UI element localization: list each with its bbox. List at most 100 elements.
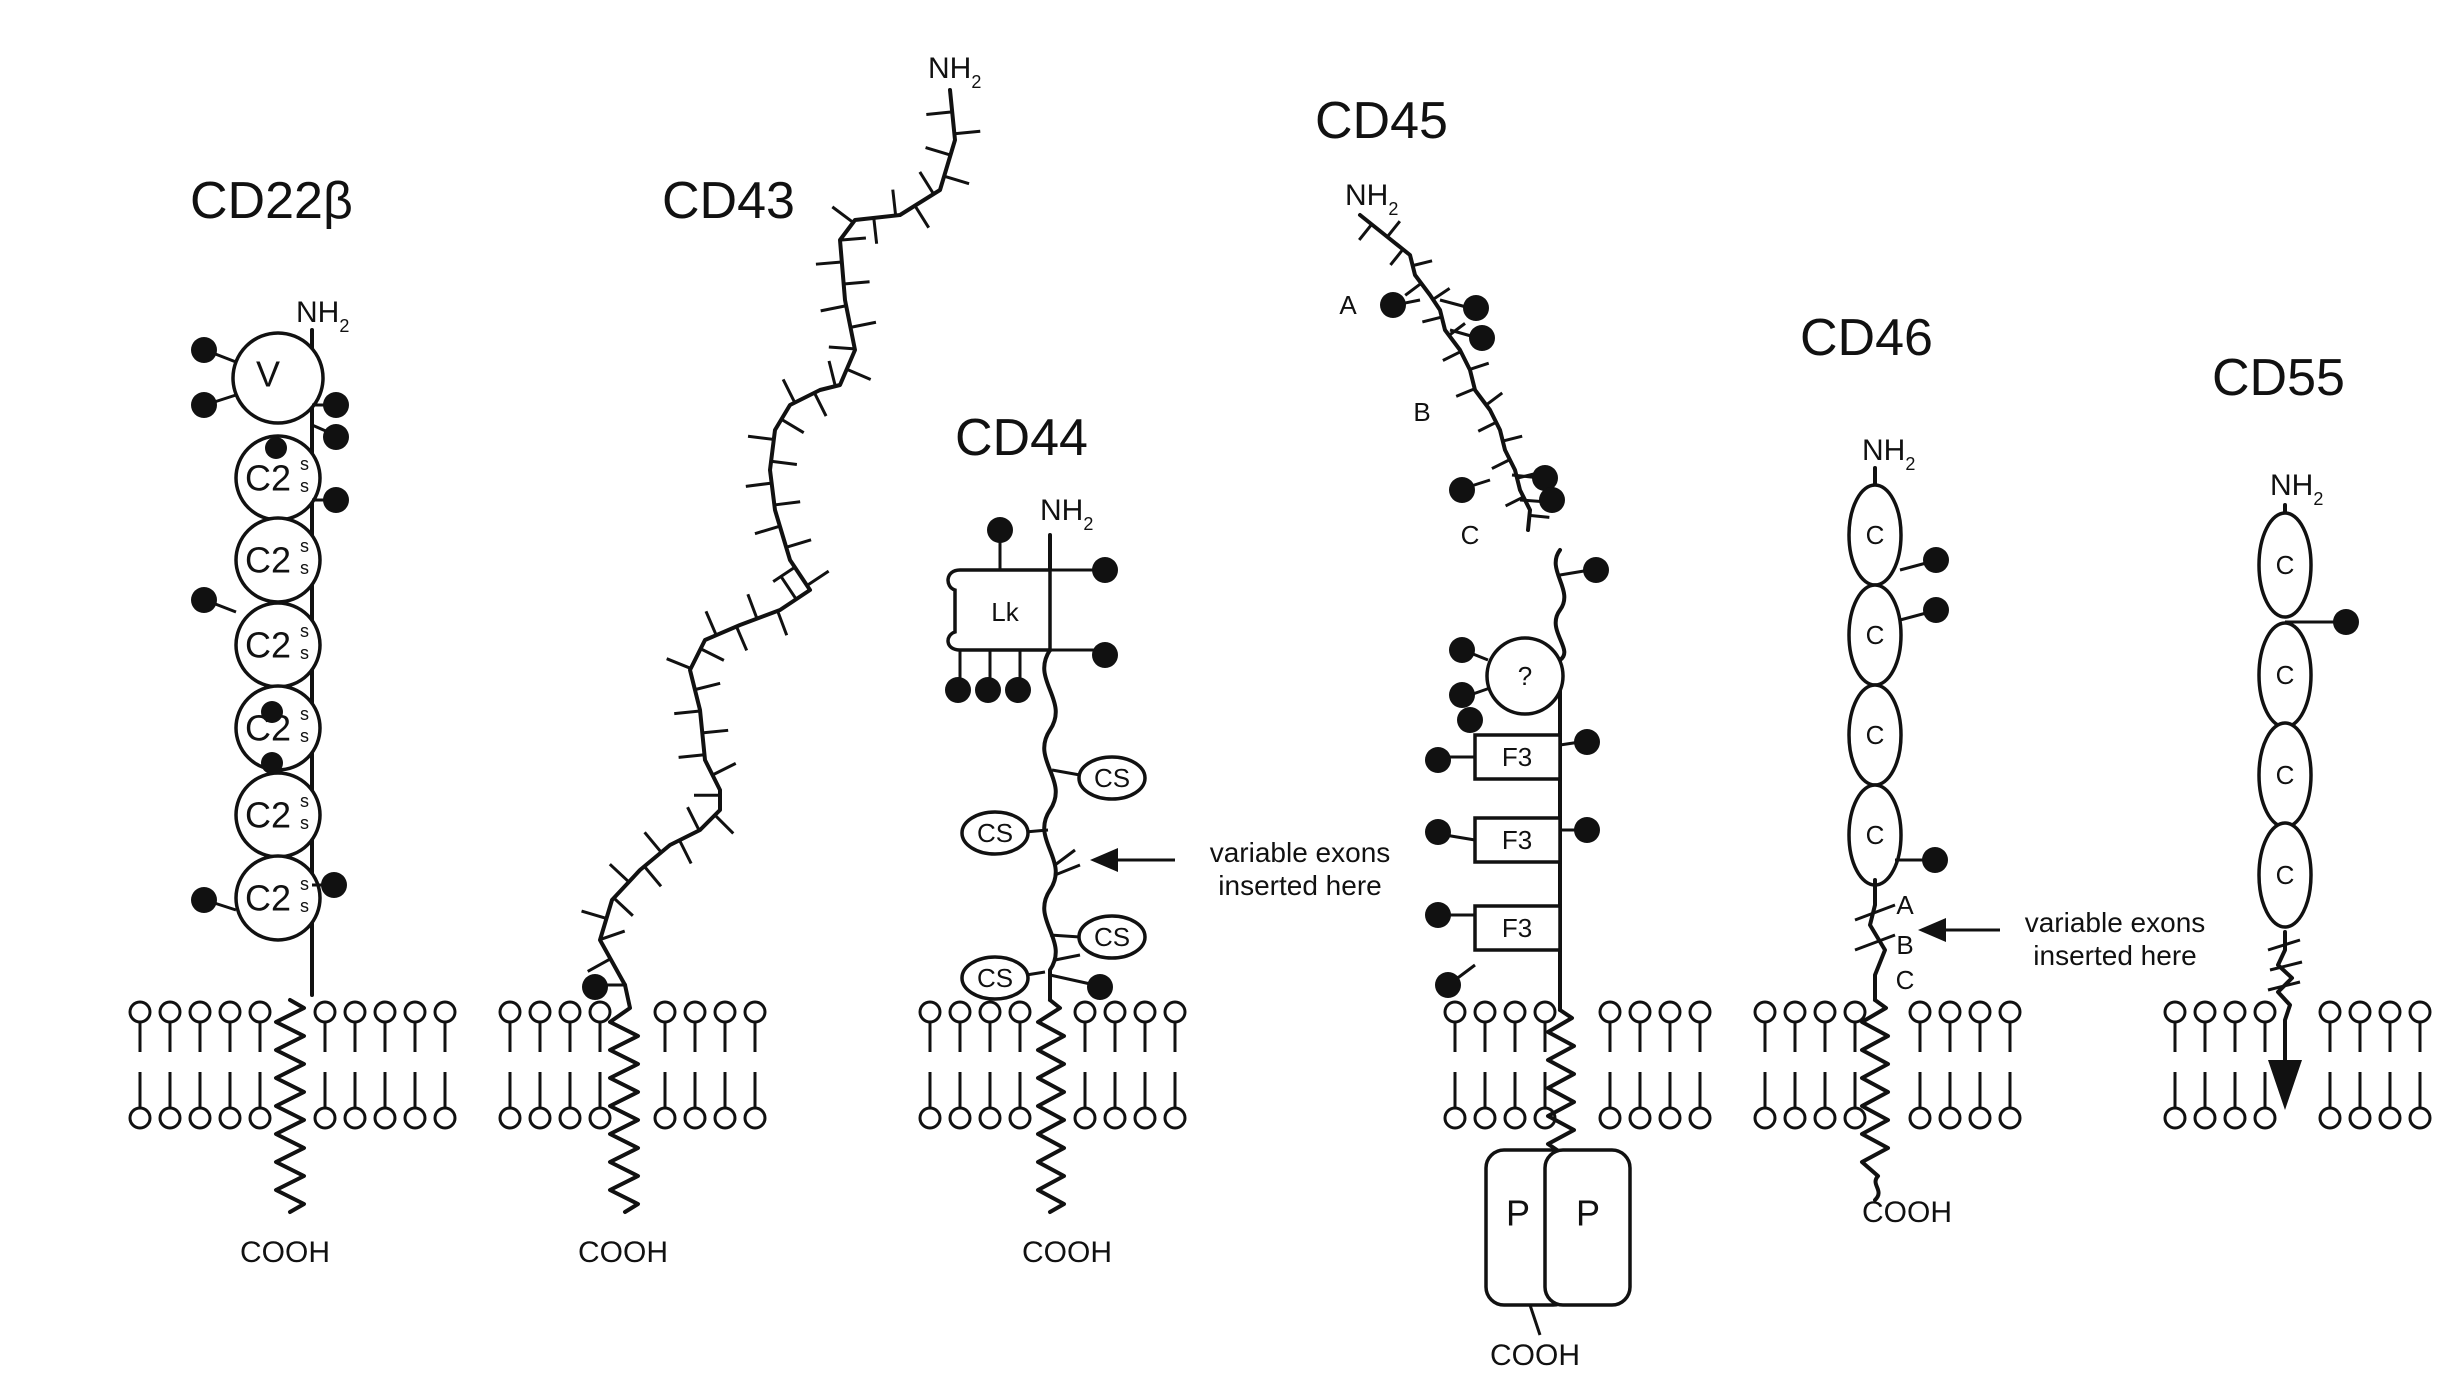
cd46-title: CD46 xyxy=(1800,309,1933,367)
lipid xyxy=(343,1000,367,1130)
cd43-n-glycan xyxy=(582,974,608,1000)
o-glycan-tick xyxy=(643,831,663,854)
cd45-phosphatase-domain-2 xyxy=(1543,1148,1632,1307)
cd43-n-terminus: NH2 xyxy=(928,52,981,92)
cd46-scr-label: C xyxy=(1866,820,1885,850)
o-glycan-tick xyxy=(918,171,935,195)
o-glycan-tick xyxy=(925,146,951,157)
cd46-tm xyxy=(1860,998,1890,1202)
cd44-link-label: Lk xyxy=(991,597,1019,627)
lipid xyxy=(1753,1000,1777,1130)
o-glycan-tick xyxy=(711,762,737,777)
o-glycan-tick xyxy=(820,304,847,313)
lipid xyxy=(188,1000,212,1130)
cd46-scr-domain: C xyxy=(1847,483,1903,587)
o-glycan-tick xyxy=(678,839,693,865)
o-glycan-tick xyxy=(891,189,898,216)
lipid xyxy=(1073,1000,1097,1130)
cd44-c-terminus: COOH xyxy=(1022,1236,1112,1269)
svg-text:CS: CS xyxy=(977,963,1013,993)
lipid xyxy=(403,1000,427,1130)
cd46-variable-exons-note-2: inserted here xyxy=(2033,940,2196,971)
o-glycan-tick xyxy=(813,392,828,417)
cd22-c2-label: C2 xyxy=(245,540,291,581)
lipid xyxy=(1533,1000,1557,1130)
cd44-n-terminus: NH2 xyxy=(1040,494,1093,534)
lipid xyxy=(1503,1000,1527,1130)
cd22-c2-label: C2 xyxy=(245,878,291,919)
o-glycan-tick xyxy=(608,863,630,884)
cd43-o-glycans xyxy=(581,110,981,973)
cd22-title: CD22β xyxy=(190,172,353,230)
o-glycan-tick xyxy=(1529,513,1550,519)
cd45-unknown-domain xyxy=(1485,636,1565,716)
svg-text:P: P xyxy=(1576,1193,1600,1234)
lipid xyxy=(1473,1000,1497,1130)
cd55-scr-label: C xyxy=(2276,860,2295,890)
cd46-n-terminus: NH2 xyxy=(1862,434,1915,474)
cd45-abc-region xyxy=(1358,213,1532,532)
o-glycan-tick xyxy=(1469,361,1490,371)
lipid xyxy=(498,1000,522,1130)
o-glycan-tick xyxy=(599,929,626,941)
cd44-tm xyxy=(1036,998,1066,1214)
cd45-title: CD45 xyxy=(1315,92,1448,150)
cd46-scr-domain: C xyxy=(1847,683,1903,787)
o-glycan-tick xyxy=(828,345,855,351)
svg-text:CS: CS xyxy=(977,818,1013,848)
cd46-variable-exons-note-1: variable exons xyxy=(2025,907,2206,938)
cd46-scr-label: C xyxy=(1866,620,1885,650)
svg-text:s: s xyxy=(300,813,309,833)
o-glycan-tick xyxy=(1404,282,1423,297)
cd45-f3-domain: F3 xyxy=(1473,733,1562,781)
cd45-region-b: B xyxy=(1413,397,1430,427)
o-glycan-tick xyxy=(806,569,830,587)
o-glycan-tick xyxy=(678,753,705,759)
cd45-f3-domain: F3 xyxy=(1473,816,1562,864)
membranes xyxy=(128,1000,2432,1130)
cd46-region-c: C xyxy=(1896,965,1915,995)
cd43-title: CD43 xyxy=(662,172,795,230)
lipid xyxy=(2318,1000,2342,1130)
lipid xyxy=(683,1000,707,1130)
lipid xyxy=(1163,1000,1187,1130)
o-glycan-tick xyxy=(1477,420,1497,433)
o-glycan-tick xyxy=(1358,223,1373,241)
o-glycan-tick xyxy=(843,280,870,286)
svg-text:CS: CS xyxy=(1094,922,1130,952)
o-glycan-tick xyxy=(943,174,970,186)
o-glycan-tick xyxy=(1502,434,1523,443)
cd22-tm xyxy=(274,998,306,1214)
cd22-c2-label: C2 xyxy=(245,625,291,666)
lipid xyxy=(588,1000,612,1130)
cd43-molecule: CD43 NH2 COOH xyxy=(578,52,981,1269)
lipid xyxy=(1938,1000,1962,1130)
cd46-scr-domain: C xyxy=(1847,583,1903,687)
cd55-scr-label: C xyxy=(2276,760,2295,790)
o-glycan-tick xyxy=(666,657,692,670)
lipid xyxy=(313,1000,337,1130)
o-glycan-tick xyxy=(674,709,701,716)
svg-text:P: P xyxy=(1506,1193,1530,1234)
cd45-f3-label: F3 xyxy=(1502,825,1532,855)
lipid xyxy=(2223,1000,2247,1130)
o-glycan-tick xyxy=(587,957,612,973)
cd55-scr-label: C xyxy=(2276,660,2295,690)
o-glycan-tick xyxy=(776,610,789,636)
o-glycan-tick xyxy=(770,459,798,466)
o-glycan-tick xyxy=(1386,220,1401,238)
cd55-scr-domain: C xyxy=(2257,621,2313,729)
cd43-c-terminus: COOH xyxy=(578,1236,668,1269)
o-glycan-tick xyxy=(702,728,729,735)
lipid xyxy=(1688,1000,1712,1130)
cd45-f3-label: F3 xyxy=(1502,913,1532,943)
cd45-region-a: A xyxy=(1339,290,1357,320)
o-glycan-tick xyxy=(1485,391,1504,407)
svg-text:s: s xyxy=(300,476,309,496)
lipid xyxy=(948,1000,972,1130)
svg-text:s: s xyxy=(300,874,309,894)
